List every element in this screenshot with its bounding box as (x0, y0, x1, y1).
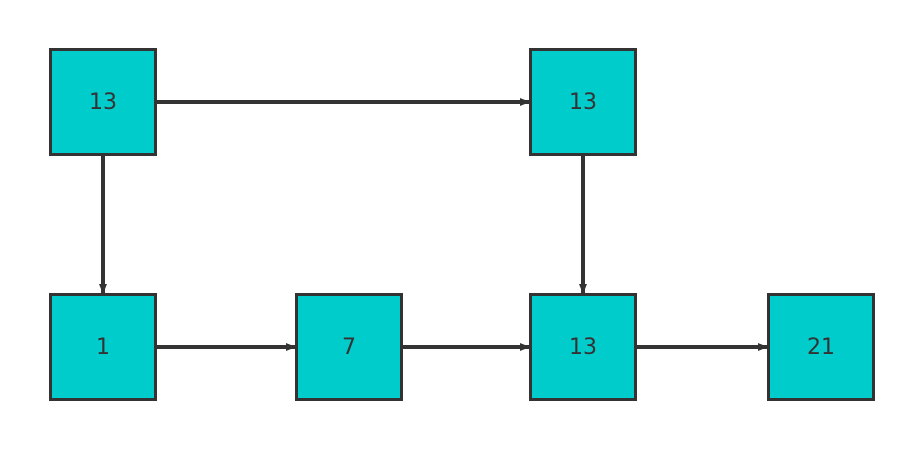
node-label: 13 (569, 334, 597, 360)
node-bottom-1: 1 (49, 293, 157, 401)
node-label: 7 (342, 334, 356, 360)
node-top-left: 13 (49, 48, 157, 156)
node-bottom-2: 7 (295, 293, 403, 401)
node-bottom-3: 13 (529, 293, 637, 401)
node-label: 21 (807, 334, 835, 360)
node-bottom-4: 21 (767, 293, 875, 401)
node-label: 13 (89, 89, 117, 115)
node-label: 13 (569, 89, 597, 115)
node-label: 1 (96, 334, 110, 360)
node-top-right: 13 (529, 48, 637, 156)
